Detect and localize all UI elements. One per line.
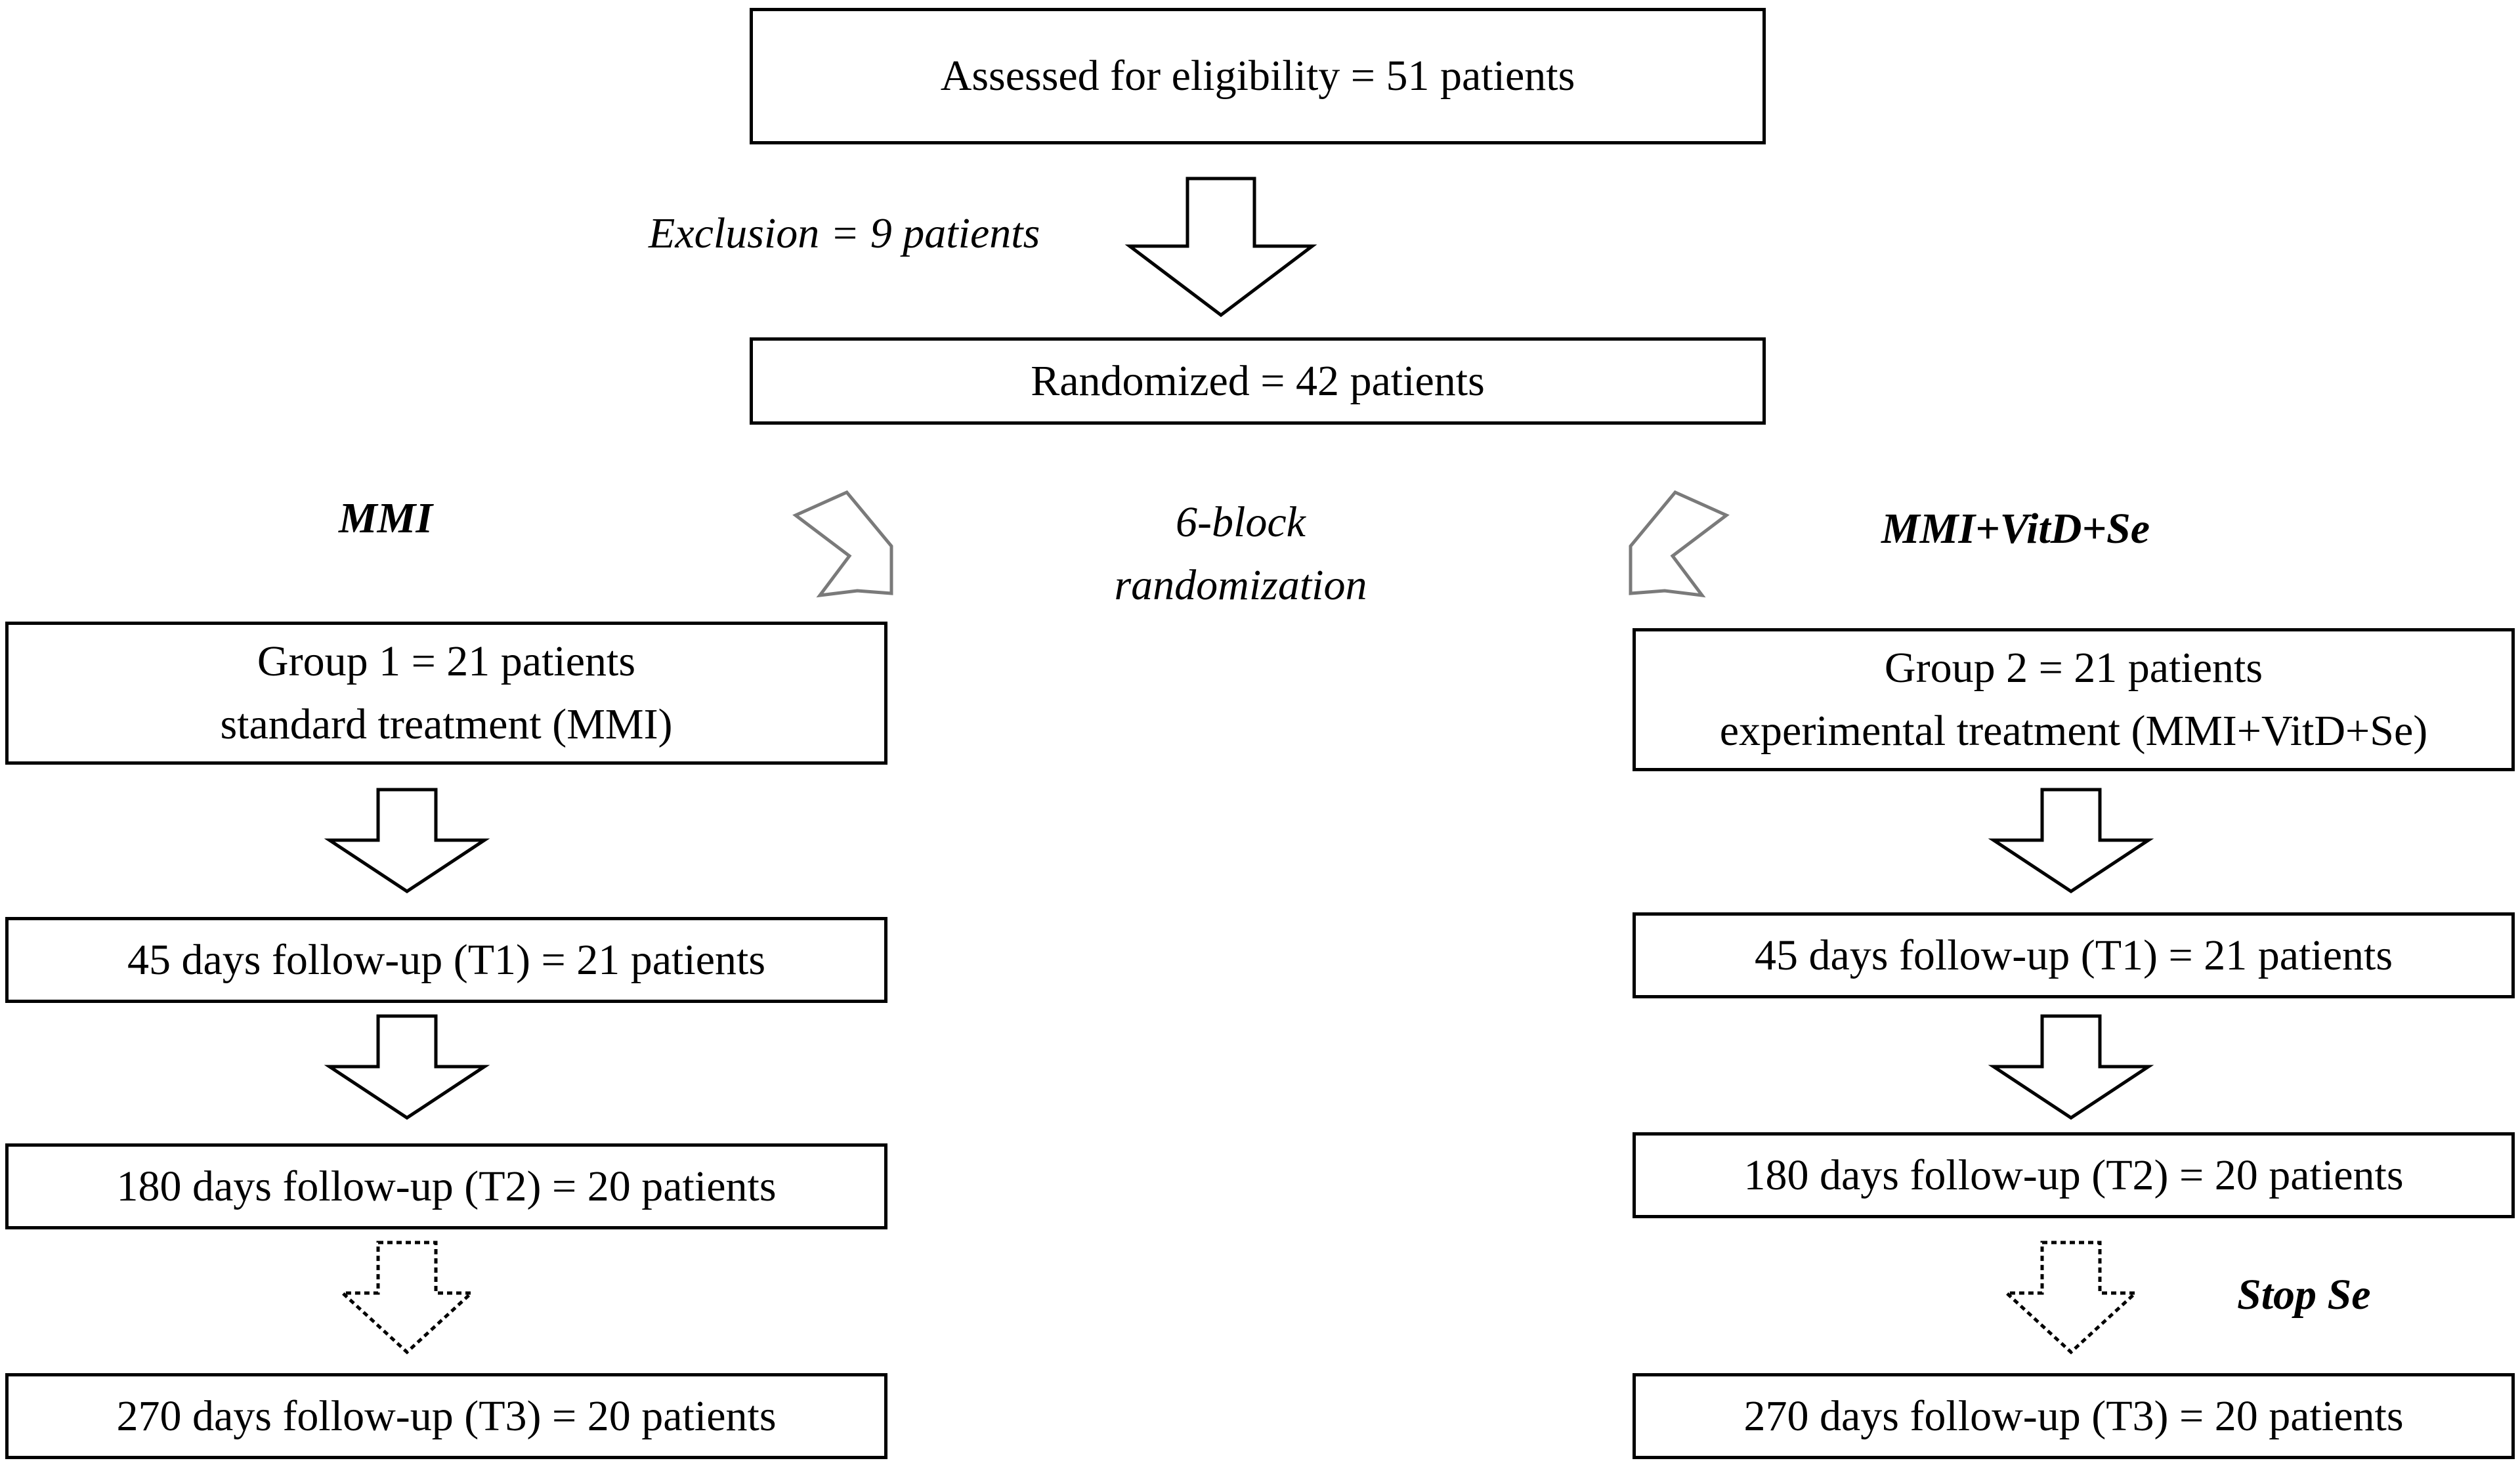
right-t3-box: 270 days follow-up (T3) = 20 patients [1633, 1373, 2515, 1459]
group-2-box: Group 2 = 21 patients experimental treat… [1633, 628, 2515, 771]
down-arrow-icon [1988, 788, 2154, 893]
assessed-text: Assessed for eligibility = 51 patients [940, 52, 1575, 100]
group-2-line-1: Group 2 = 21 patients [1884, 644, 2263, 692]
down-arrow-icon [324, 1014, 490, 1120]
down-arrow-icon [324, 788, 490, 893]
randomization-method-line-2: randomization [1114, 561, 1367, 609]
assessed-box: Assessed for eligibility = 51 patients [750, 8, 1766, 144]
group-2-line-2: experimental treatment (MMI+VitD+Se) [1719, 707, 2428, 755]
down-arrow-icon [1124, 177, 1317, 318]
right-t1-box: 45 days follow-up (T1) = 21 patients [1633, 912, 2515, 998]
left-t3-box: 270 days follow-up (T3) = 20 patients [5, 1373, 887, 1459]
left-t1-text: 45 days follow-up (T1) = 21 patients [127, 935, 766, 984]
down-arrow-icon [1988, 1014, 2154, 1120]
group-1-box: Group 1 = 21 patients standard treatment… [5, 622, 887, 765]
left-t2-box: 180 days follow-up (T2) = 20 patients [5, 1143, 887, 1229]
group-1-line-1: Group 1 = 21 patients [257, 637, 636, 686]
arm-right-label: MMI+VitD+Se [1881, 505, 2150, 553]
diagonal-arrow-right-icon [1629, 490, 1730, 598]
right-t2-box: 180 days follow-up (T2) = 20 patients [1633, 1132, 2515, 1218]
exclusion-label: Exclusion = 9 patients [649, 209, 1040, 257]
randomization-method-label: 6-block randomization [1103, 491, 1378, 616]
randomized-box: Randomized = 42 patients [750, 337, 1766, 425]
right-t2-text: 180 days follow-up (T2) = 20 patients [1743, 1151, 2404, 1199]
randomized-text: Randomized = 42 patients [1031, 356, 1485, 405]
left-t1-box: 45 days follow-up (T1) = 21 patients [5, 917, 887, 1003]
right-t3-text: 270 days follow-up (T3) = 20 patients [1743, 1392, 2404, 1440]
left-t3-text: 270 days follow-up (T3) = 20 patients [116, 1392, 777, 1440]
diagonal-arrow-left-icon [792, 490, 893, 598]
group-1-line-2: standard treatment (MMI) [220, 700, 673, 748]
dotted-down-arrow-icon [338, 1241, 476, 1355]
left-t2-text: 180 days follow-up (T2) = 20 patients [116, 1162, 777, 1210]
right-t1-text: 45 days follow-up (T1) = 21 patients [1754, 931, 2393, 979]
randomization-method-line-1: 6-block [1176, 498, 1306, 546]
stop-se-label: Stop Se [2237, 1271, 2371, 1319]
arm-left-label: MMI [339, 494, 433, 542]
dotted-down-arrow-icon [2002, 1241, 2140, 1355]
